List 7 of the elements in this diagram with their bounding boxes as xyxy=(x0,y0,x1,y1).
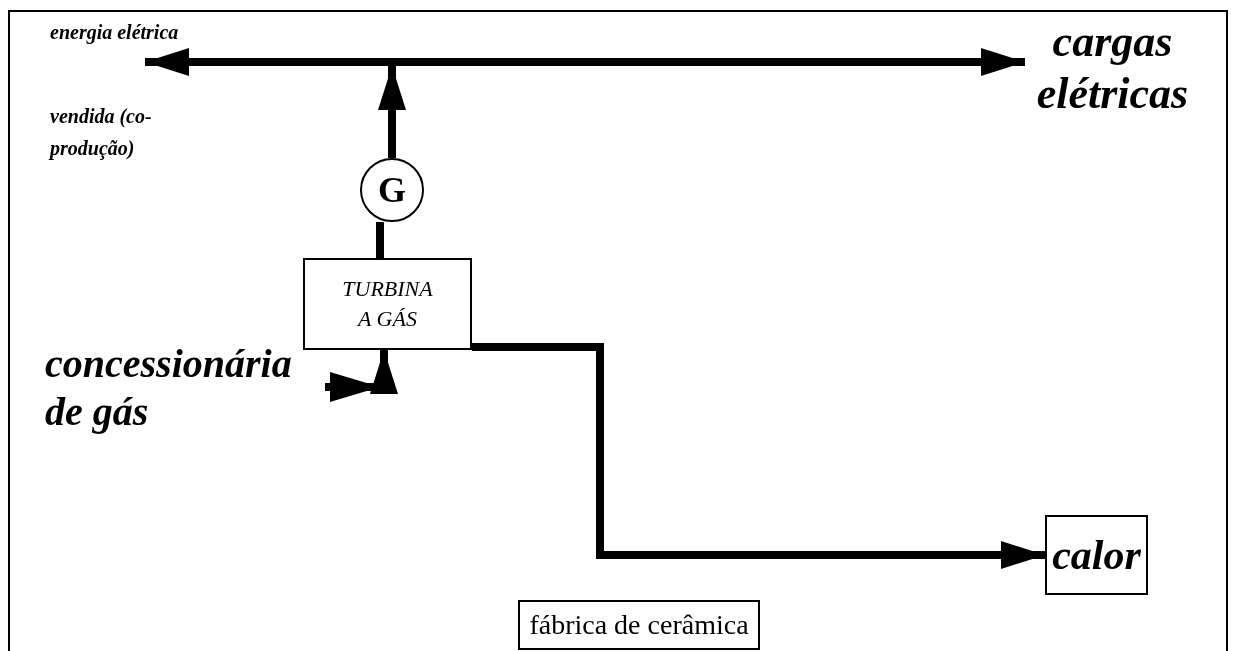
turbine-box: TURBINA A GÁS xyxy=(303,258,472,350)
factory-box: fábrica de cerâmica xyxy=(518,600,760,650)
sold-energy-label: vendida (co-produção) xyxy=(50,104,153,162)
load-label: cargas elétricas xyxy=(1025,8,1200,128)
sold-energy-label: energia elétrica xyxy=(50,20,250,62)
arrow xyxy=(472,343,1045,569)
heat-box: calor xyxy=(1045,515,1148,595)
